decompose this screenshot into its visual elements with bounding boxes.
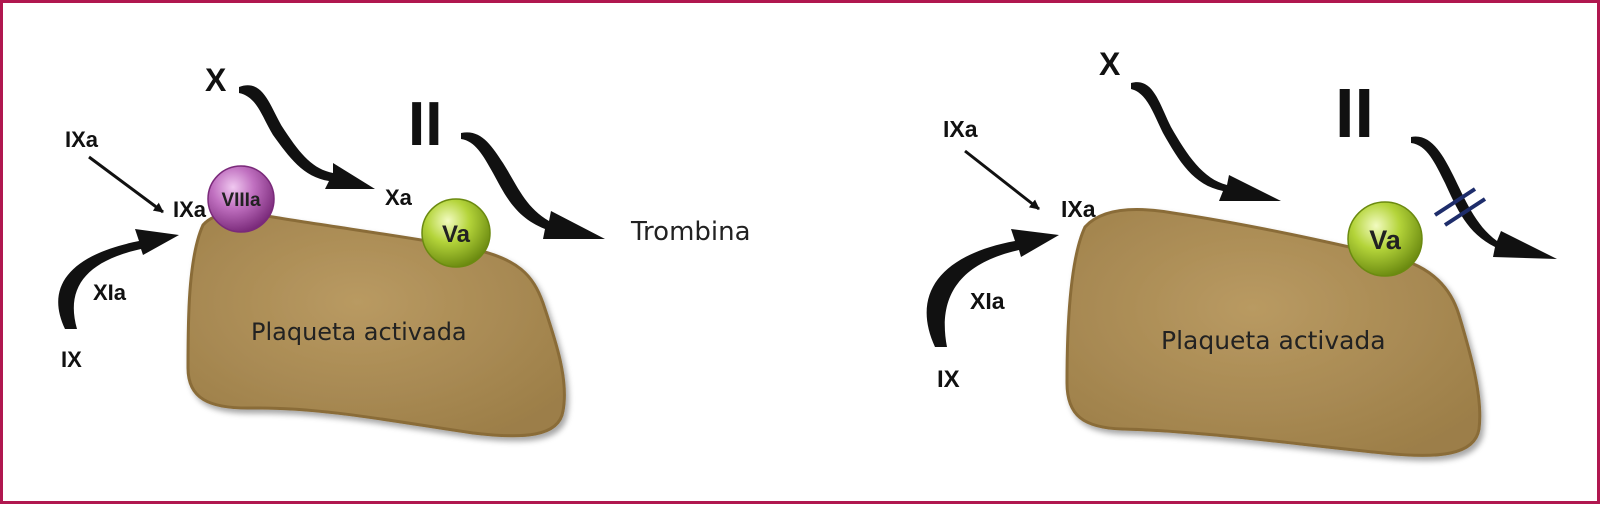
inhibition-mark-icon <box>1433 187 1487 227</box>
label-trombina: Trombina <box>630 217 751 247</box>
curved-arrow-xia-left <box>58 229 179 329</box>
right-panel: Va IXa IXa XIa IX X II Plaqueta activada <box>926 46 1557 457</box>
label-ii-left: II <box>408 90 442 159</box>
label-xa-left: Xa <box>385 185 413 210</box>
diagram-canvas: VIIIa Va IXa IXa XIa IX X Xa II Trombina… <box>58 46 1557 457</box>
label-ix-right: IX <box>937 366 960 393</box>
label-ixa-left: IXa <box>173 197 207 222</box>
wavy-arrow-ii-right-blocked <box>1411 136 1557 259</box>
platelet-label-right: Plaqueta activada <box>1161 326 1386 355</box>
label-x-right: X <box>1099 46 1121 82</box>
label-x-left: X <box>205 62 227 98</box>
left-panel: VIIIa Va IXa IXa XIa IX X Xa II Trombina… <box>58 62 751 438</box>
thin-arrow-ixa-left <box>88 155 164 214</box>
activated-platelet-left <box>186 211 566 438</box>
viiia-ball: VIIIa <box>207 165 275 233</box>
va-ball-left: Va <box>421 198 491 268</box>
label-ixa-top-right: IXa <box>943 116 978 142</box>
label-ix-left: IX <box>61 347 82 372</box>
label-xia-right: XIa <box>970 288 1005 314</box>
wavy-arrow-x-left <box>239 85 375 189</box>
viiia-label: VIIIa <box>221 190 261 211</box>
label-ixa-right: IXa <box>1061 196 1096 222</box>
wavy-arrow-x-right <box>1131 82 1281 201</box>
wavy-arrow-ii-left <box>461 132 605 239</box>
label-xia-left: XIa <box>93 280 127 305</box>
curved-arrow-xia-right <box>926 229 1059 347</box>
label-ii-right: II <box>1335 74 1374 152</box>
thin-arrow-ixa-right <box>964 149 1040 211</box>
va-label-right: Va <box>1369 225 1402 255</box>
platelet-label-left: Plaqueta activada <box>251 318 467 346</box>
va-ball-right: Va <box>1347 201 1423 277</box>
va-label-left: Va <box>442 221 471 248</box>
label-ixa-top-left: IXa <box>65 127 99 152</box>
